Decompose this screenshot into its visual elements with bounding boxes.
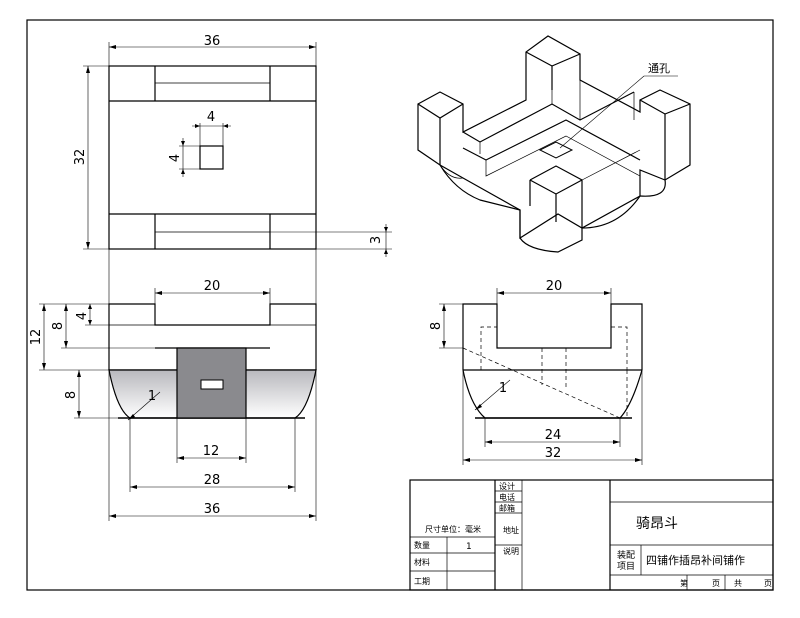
tb-material-label: 材料 [414,557,430,567]
dim-front-lower: 8 [64,391,79,399]
tb-total-page-word: 页 [764,579,772,588]
tb-phone: 电话 [499,492,515,502]
front-view: 20 12 8 4 8 1 12 [29,249,317,521]
dim-side-base: 24 [545,428,562,443]
title-block: 设计 电话 邮箱 地址 说明 尺寸单位：毫米 数量 1 材料 工期 骑昂斗 装配… [409,479,774,591]
tb-assembly-value: 四铺作插昂补间铺作 [646,553,745,567]
dim-front-upper: 8 [51,322,66,330]
tb-address: 地址 [503,525,519,535]
dim-front-slot-h: 4 [75,312,90,320]
dim-hole-height: 4 [168,154,183,162]
tb-qty-label: 数量 [414,540,430,550]
tb-part-name: 骑昂斗 [636,516,678,532]
dim-hole-width: 4 [207,110,215,125]
dim-side-radius: 1 [499,381,507,396]
tb-assembly-label-1: 装配 [617,549,635,561]
dim-side-height: 8 [429,322,444,330]
tb-email: 邮箱 [499,503,515,513]
dim-front-width: 36 [204,502,221,517]
isometric-view: 通孔 [417,35,691,253]
section-hole [200,379,224,390]
dim-front-total: 12 [29,329,44,346]
tb-notes: 说明 [503,546,519,556]
tb-total-word: 共 [734,579,742,588]
tb-design: 设计 [499,481,515,491]
tb-qty-value: 1 [466,542,472,552]
dim-front-radius: 1 [148,389,156,404]
dim-top-width: 36 [204,34,221,49]
through-hole-square [199,145,224,170]
iso-through-hole [538,141,574,159]
dim-slot-depth: 3 [369,236,384,244]
tb-page-no: 第 [680,578,688,588]
sheet-border [26,19,774,591]
tb-assembly-label-2: 项目 [617,561,635,572]
side-view: 20 8 1 24 32 [429,279,643,465]
tb-page-word: 页 [712,579,720,588]
dim-front-neck: 12 [203,444,220,459]
dim-side-slot: 20 [546,279,563,294]
dim-side-width: 32 [545,446,562,461]
top-view: 36 32 4 4 3 [73,34,392,257]
label-through-hole: 通孔 [648,62,670,75]
dim-front-base: 28 [204,473,221,488]
tb-hours-label: 工期 [414,577,430,586]
tb-unit: 尺寸单位：毫米 [425,524,481,534]
dim-top-height: 32 [73,149,88,166]
dim-front-slot: 20 [204,279,221,294]
